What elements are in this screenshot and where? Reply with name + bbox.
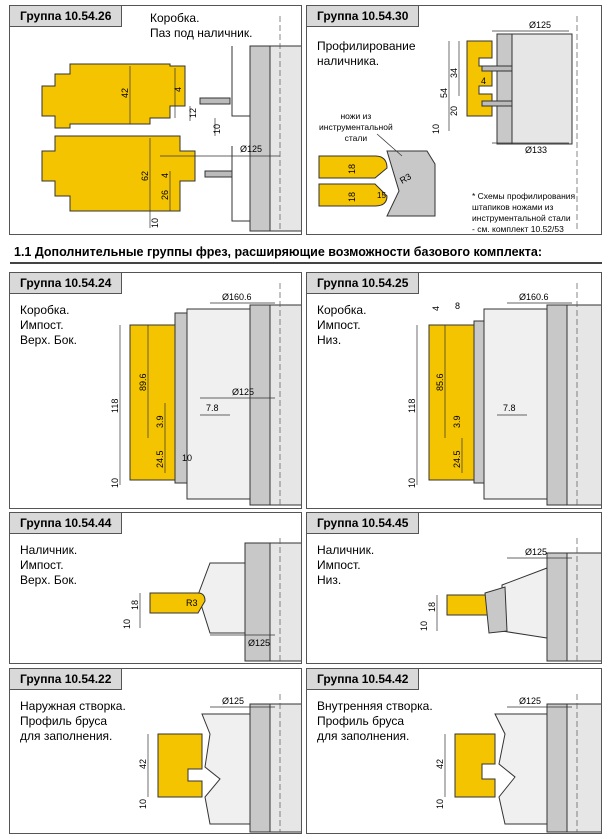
dim-d125: Ø125 xyxy=(519,696,541,706)
group-tag: Группа 10.54.44 xyxy=(10,513,123,534)
dim-r3: R3 xyxy=(398,171,413,185)
dim-18: 18 xyxy=(427,602,437,612)
dim-34: 34 xyxy=(449,68,459,78)
diagram-group-42: Ø125 42 10 xyxy=(435,694,601,833)
group-description: Наличник. Импост. Верх. Бок. xyxy=(20,543,78,587)
dim-18: 18 xyxy=(130,600,140,610)
panel-group-10-54-44: Группа 10.54.44 Наличник. Импост. Верх. … xyxy=(9,512,302,664)
group-description: Коробка. Импост. Верх. Бок. xyxy=(20,303,78,347)
dim-89-6: 89.6 xyxy=(138,373,148,391)
dim-4b: 4 xyxy=(160,173,170,178)
dim-20: 20 xyxy=(449,106,459,116)
diagram-group-26: 42 4 12 10 Ø125 62 4 26 10 xyxy=(41,16,301,232)
dim-4: 4 xyxy=(431,306,441,311)
dim-10: 10 xyxy=(419,621,429,631)
dim-118: 118 xyxy=(110,399,120,413)
group-tag: Группа 10.54.26 xyxy=(10,6,123,27)
group-description: Коробка. Импост. Низ. xyxy=(317,303,367,347)
dim-d125: Ø125 xyxy=(529,20,551,30)
panel-group-10-54-24: Группа 10.54.24 Коробка. Импост. Верх. Б… xyxy=(9,272,302,509)
dim-26: 26 xyxy=(160,190,170,200)
dim-42: 42 xyxy=(435,759,445,769)
dim-10b: 10 xyxy=(110,478,120,488)
dim-18b: 18 xyxy=(347,192,357,202)
dim-d125: Ø125 xyxy=(240,144,262,154)
diagram-group-24: Ø160.6 Ø125 118 89.6 3.9 7.8 24.5 10 10 xyxy=(110,283,301,506)
dim-d125: Ø125 xyxy=(248,638,270,648)
diagram-group-45: Ø125 18 10 xyxy=(419,538,601,662)
dim-4: 4 xyxy=(173,87,183,92)
dim-10: 10 xyxy=(431,124,441,134)
dim-3-9: 3.9 xyxy=(452,415,462,428)
dim-10: 10 xyxy=(122,619,132,629)
dim-18a: 18 xyxy=(347,164,357,174)
panel-group-10-54-45: Группа 10.54.45 Наличник. Импост. Низ. Ø… xyxy=(306,512,602,664)
group-tag: Группа 10.54.22 xyxy=(10,669,123,690)
dim-r3: R3 xyxy=(186,598,198,608)
group-tag: Группа 10.54.25 xyxy=(307,273,420,294)
dim-10: 10 xyxy=(138,799,148,809)
group-description: Внутренняя створка. Профиль бруса для за… xyxy=(317,699,433,743)
dim-d160: Ø160.6 xyxy=(519,292,549,302)
dim-4: 4 xyxy=(481,76,486,86)
group-description: Наружная створка. Профиль бруса для запо… xyxy=(20,699,126,743)
dim-62: 62 xyxy=(140,171,150,181)
section-title: 1.1 Дополнительные группы фрез, расширяю… xyxy=(14,245,543,259)
group-description: Коробка. Паз под наличник. xyxy=(150,11,253,40)
dim-42: 42 xyxy=(138,759,148,769)
dim-d125: Ø125 xyxy=(222,696,244,706)
footnote: * Схемы профилирования штапиков ножами и… xyxy=(472,191,576,234)
dim-d125: Ø125 xyxy=(525,547,547,557)
diagram-group-44: 18 10 R3 Ø125 xyxy=(122,538,301,662)
group-description: Профилирование наличника. xyxy=(317,39,416,68)
dim-10b: 10 xyxy=(150,218,160,228)
dim-d125: Ø125 xyxy=(232,387,254,397)
dim-15deg: 15 xyxy=(377,191,386,200)
dim-8: 8 xyxy=(455,301,460,311)
panel-group-10-54-26: Группа 10.54.26 Коробка. Паз под налични… xyxy=(9,5,302,235)
panel-group-10-54-22: Группа 10.54.22 Наружная створка. Профил… xyxy=(9,668,302,834)
dim-85-6: 85.6 xyxy=(435,373,445,391)
panel-group-10-54-42: Группа 10.54.42 Внутренняя створка. Проф… xyxy=(306,668,602,834)
knife-label: ножи из инструментальной стали xyxy=(319,111,393,143)
group-description: Наличник. Импост. Низ. xyxy=(317,543,375,587)
section-divider xyxy=(10,262,602,264)
dim-42: 42 xyxy=(120,88,130,98)
diagram-group-22: Ø125 42 10 xyxy=(138,694,301,833)
dim-10: 10 xyxy=(407,478,417,488)
dim-24-5: 24.5 xyxy=(452,450,462,468)
panel-group-10-54-25: Группа 10.54.25 Коробка. Импост. Низ. Ø1… xyxy=(306,272,602,509)
dim-10: 10 xyxy=(182,453,192,463)
dim-24-5: 24.5 xyxy=(155,450,165,468)
dim-7-8: 7.8 xyxy=(206,403,219,413)
dim-118: 118 xyxy=(407,399,417,413)
group-tag: Группа 10.54.45 xyxy=(307,513,420,534)
diagram-group-25: Ø160.6 4 8 118 85.6 3.9 7.8 24.5 10 xyxy=(407,283,601,506)
dim-3-9: 3.9 xyxy=(155,415,165,428)
dim-10: 10 xyxy=(435,799,445,809)
dim-d160: Ø160.6 xyxy=(222,292,252,302)
dim-d133: Ø133 xyxy=(525,145,547,155)
dim-54: 54 xyxy=(439,88,449,98)
diagram-group-30: Ø125 Ø133 54 34 4 20 10 18 18 R3 15 xyxy=(318,16,578,231)
dim-12: 12 xyxy=(188,108,198,118)
dim-7-8: 7.8 xyxy=(503,403,516,413)
group-tag: Группа 10.54.24 xyxy=(10,273,123,294)
panel-group-10-54-30: Группа 10.54.30 Профилирование наличника… xyxy=(306,5,602,235)
group-tag: Группа 10.54.42 xyxy=(307,669,420,690)
dim-10: 10 xyxy=(212,124,222,134)
group-tag: Группа 10.54.30 xyxy=(307,6,420,27)
